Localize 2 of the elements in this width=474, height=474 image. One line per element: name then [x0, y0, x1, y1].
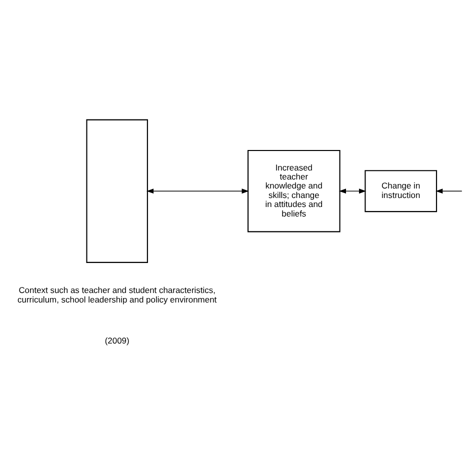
label: (2009) [104, 336, 130, 346]
label: Context such as teacher and student characteristics, curriculum, school leadership and policy environment [18, 285, 217, 304]
